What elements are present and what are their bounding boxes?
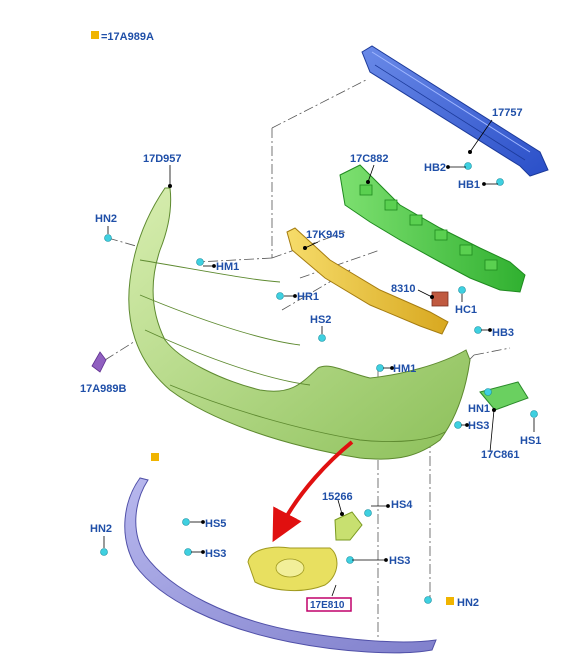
grille-label-box: [306, 597, 352, 612]
reinforcement-strip: [286, 227, 449, 335]
red-arrow: [272, 440, 354, 543]
legend-text: =17A989A: [101, 31, 154, 43]
label-17c861: 17C861: [481, 449, 520, 461]
label-hn2-left: HN2: [95, 213, 117, 225]
label-8310: 8310: [391, 283, 415, 295]
label-17c882: 17C882: [350, 153, 389, 165]
label-hb1: HB1: [458, 179, 480, 191]
label-hb2: HB2: [424, 162, 446, 174]
label-17d957: 17D957: [143, 153, 182, 165]
label-15266: 15266: [322, 491, 353, 503]
label-hs3-lower-left: HS3: [205, 548, 226, 560]
label-hs4: HS4: [391, 499, 413, 511]
clip-17a989b: [91, 351, 107, 373]
lower-lip-spoiler: [124, 477, 437, 654]
label-hb3: HB3: [492, 327, 514, 339]
label-hs1: HS1: [520, 435, 541, 447]
label-17e810: 17E810: [310, 600, 345, 611]
label-hm1-top: HM1: [216, 261, 239, 273]
label-leaders: [103, 165, 535, 562]
label-17757: 17757: [492, 107, 523, 119]
label-hs5: HS5: [205, 518, 226, 530]
label-hm1-mid: HM1: [393, 363, 416, 375]
emblem-part: [431, 291, 449, 307]
label-hn2-lower-left: HN2: [90, 523, 112, 535]
label-hr1: HR1: [297, 291, 319, 303]
side-bracket: [479, 381, 529, 411]
label-17k945: 17K945: [306, 229, 345, 241]
legend-marker: [91, 31, 99, 39]
fastener-markers: [100, 162, 538, 604]
marker-square-top: [151, 453, 159, 461]
label-hn1: HN1: [468, 403, 490, 415]
reinforcement-beam: [361, 45, 549, 177]
marker-square-right: [446, 597, 454, 605]
small-bracket: [334, 511, 363, 541]
bumper-cover: [128, 187, 471, 460]
energy-absorber: [339, 164, 526, 293]
label-hs3-lower-mid: HS3: [389, 555, 410, 567]
label-hn2-lower-right: HN2: [457, 597, 479, 609]
label-hc1: HC1: [455, 304, 477, 316]
callout-lines: [167, 119, 496, 597]
label-hs3-right: HS3: [468, 420, 489, 432]
label-17a989b: 17A989B: [80, 383, 127, 395]
fog-lamp-opening: [275, 558, 305, 578]
label-hs2: HS2: [310, 314, 331, 326]
